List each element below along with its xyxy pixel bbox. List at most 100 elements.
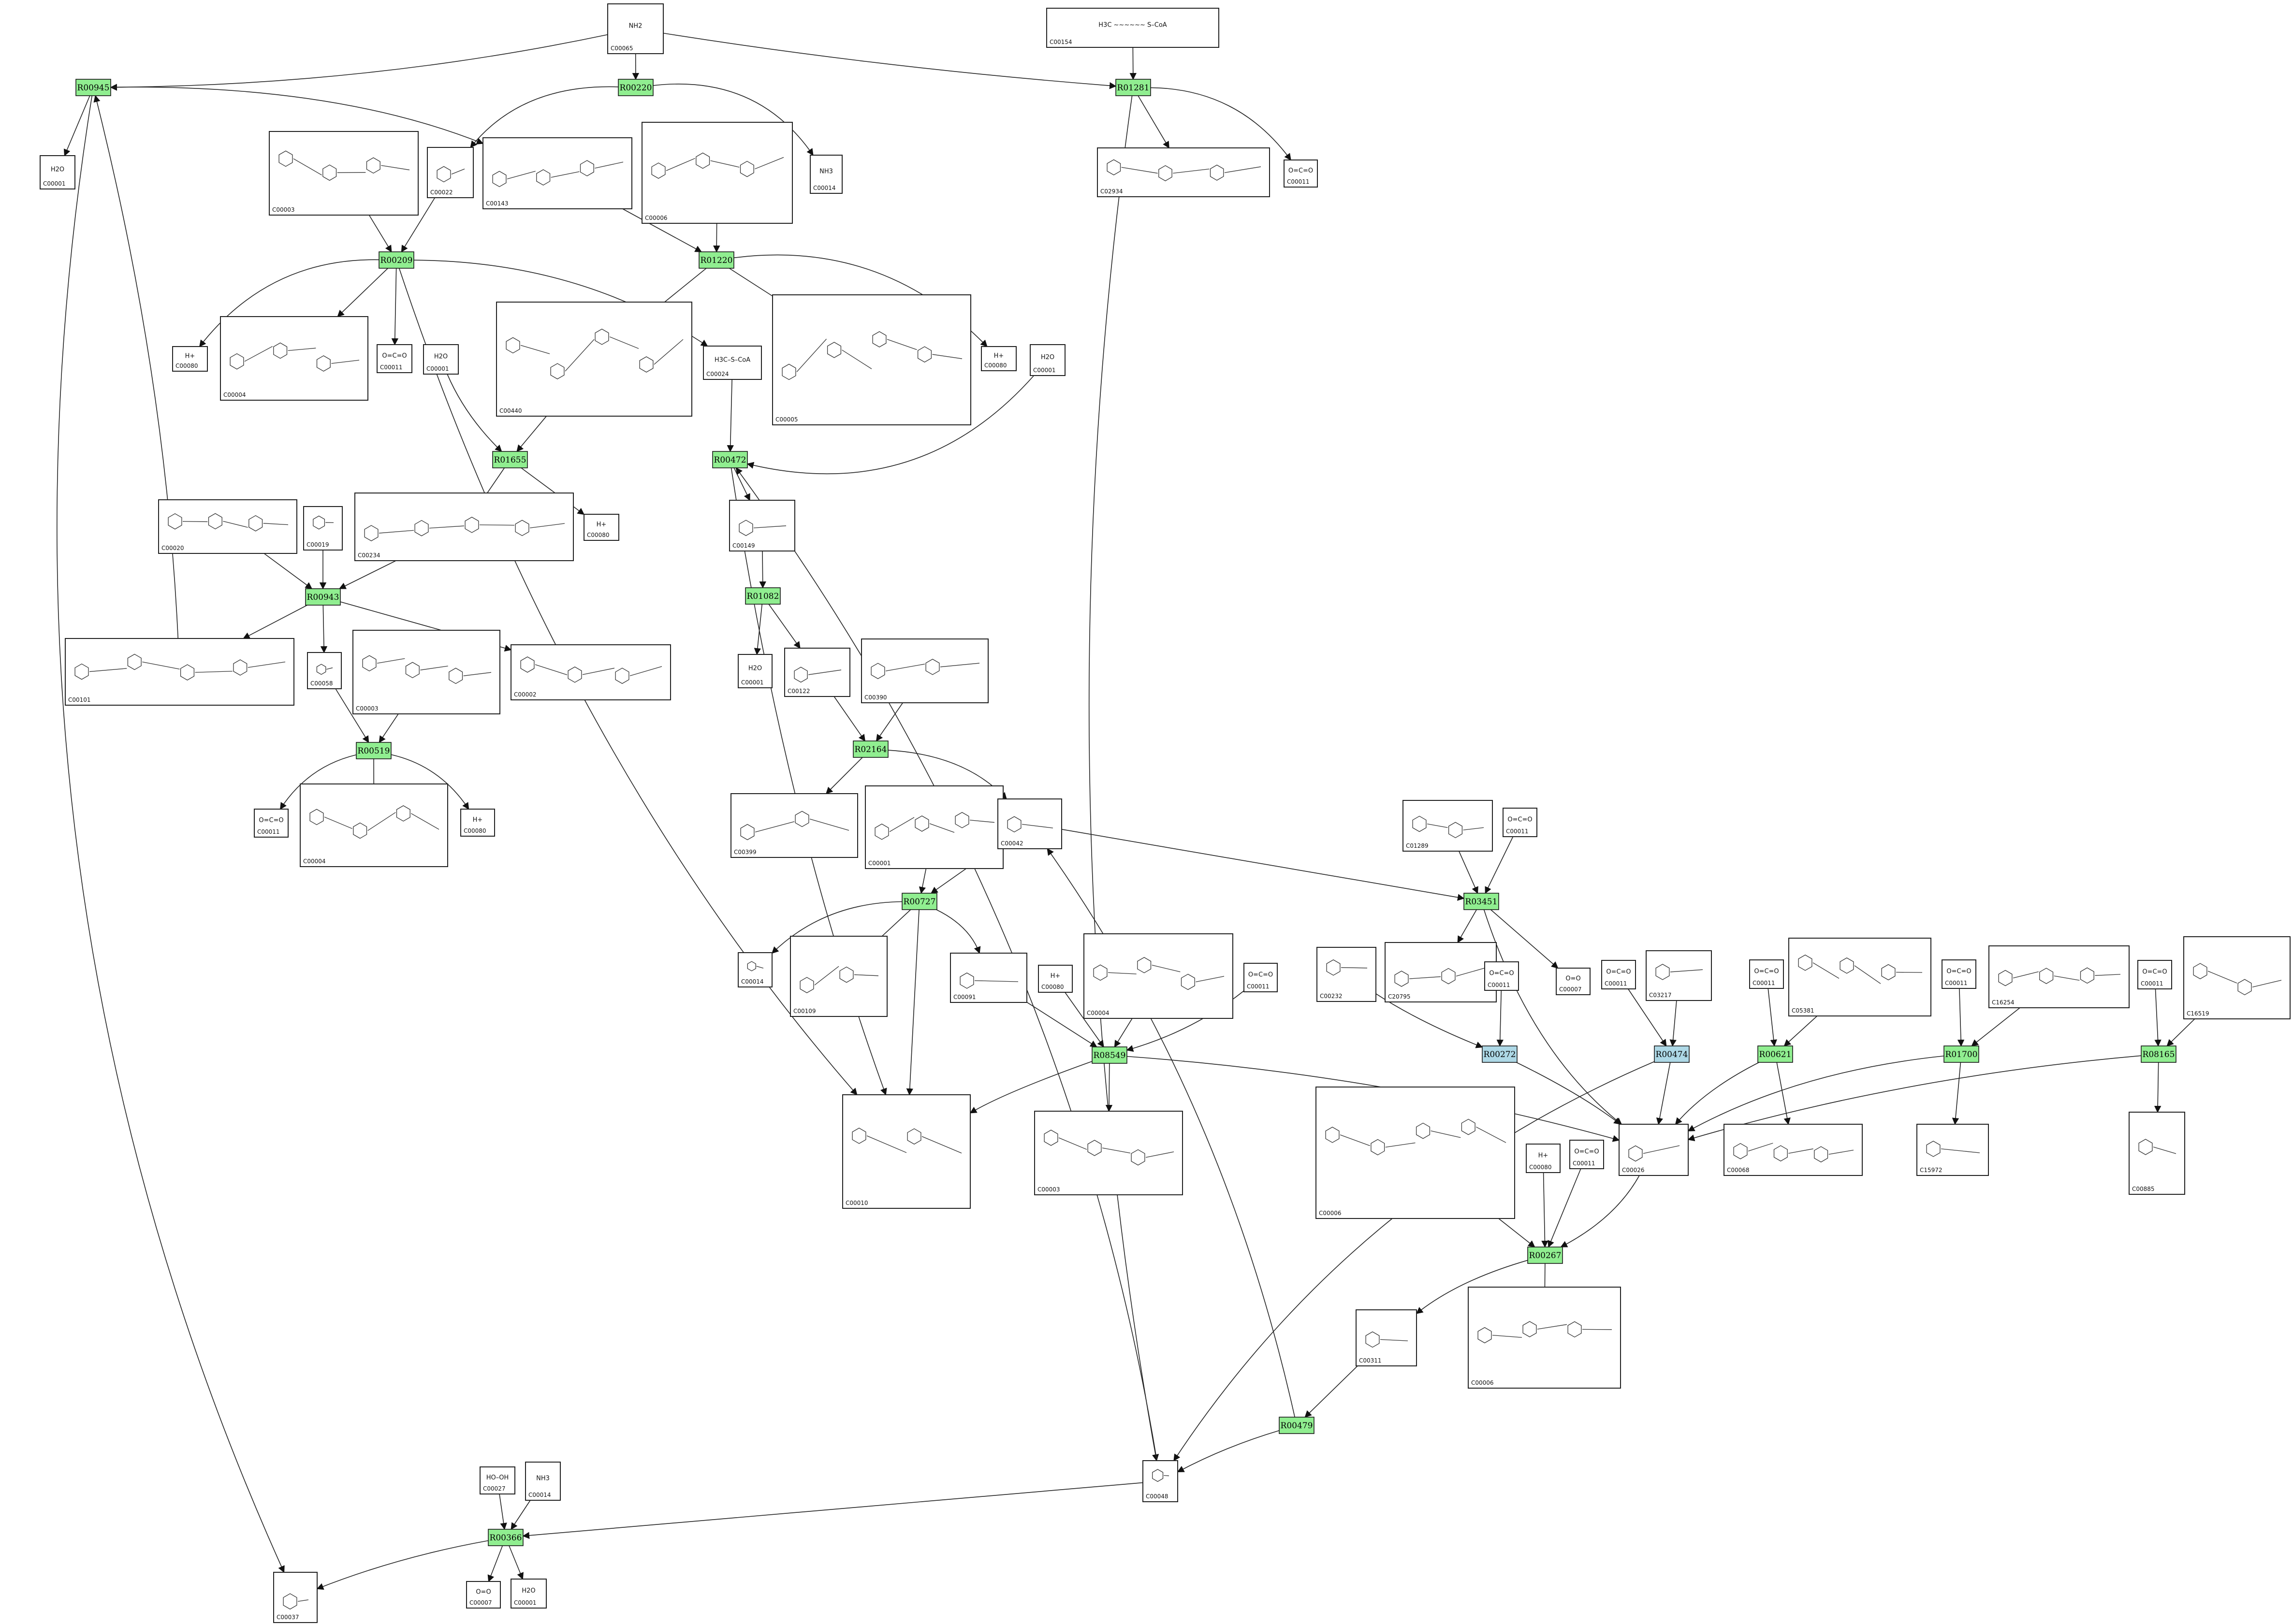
compound-node[interactable]: C00101 bbox=[65, 638, 294, 706]
compound-node[interactable]: C00001 bbox=[865, 785, 1004, 869]
reaction-node[interactable]: R00479 bbox=[1279, 1417, 1314, 1434]
compound-node[interactable]: C15972 bbox=[1916, 1124, 1989, 1176]
compound-node[interactable]: H+C00080 bbox=[172, 346, 208, 372]
compound-node[interactable]: C00004 bbox=[220, 316, 368, 401]
compound-node[interactable]: C00006 bbox=[1468, 1287, 1621, 1389]
reaction-node[interactable]: R00943 bbox=[305, 588, 341, 606]
reaction-node[interactable]: R00519 bbox=[356, 742, 392, 759]
compound-node[interactable]: C00026 bbox=[1619, 1124, 1689, 1176]
reaction-node[interactable]: R01281 bbox=[1115, 79, 1151, 96]
edge-c00020-to-r00943 bbox=[263, 553, 313, 589]
compound-node[interactable]: C03217 bbox=[1646, 950, 1712, 1001]
compound-node[interactable]: C00014 bbox=[738, 952, 773, 987]
compound-node[interactable]: C00143 bbox=[482, 137, 632, 209]
reaction-node[interactable]: R00272 bbox=[1482, 1045, 1518, 1063]
compound-node[interactable]: C20795 bbox=[1385, 942, 1497, 1002]
reaction-node[interactable]: R08165 bbox=[2141, 1045, 2176, 1063]
compound-node[interactable]: H+C00080 bbox=[584, 514, 619, 541]
compound-node[interactable]: C16254 bbox=[1988, 945, 2130, 1008]
compound-node[interactable]: C00006 bbox=[1315, 1087, 1515, 1219]
compound-node[interactable]: C00058 bbox=[307, 652, 342, 689]
compound-node[interactable]: C00390 bbox=[861, 638, 989, 703]
compound-node[interactable]: C02934 bbox=[1097, 147, 1270, 197]
reaction-node[interactable]: R01655 bbox=[492, 451, 528, 468]
reaction-node[interactable]: R01220 bbox=[699, 251, 734, 269]
compound-node[interactable]: H+C00080 bbox=[981, 346, 1017, 371]
compound-node[interactable]: C00048 bbox=[1142, 1460, 1178, 1502]
compound-box bbox=[1083, 933, 1233, 1019]
compound-node[interactable]: C00020 bbox=[158, 499, 297, 554]
compound-node[interactable]: C00042 bbox=[997, 798, 1062, 849]
compound-node[interactable]: C00311 bbox=[1356, 1309, 1417, 1366]
compound-node[interactable]: C00003 bbox=[352, 630, 500, 714]
compound-node[interactable]: C00109 bbox=[790, 936, 888, 1017]
compound-node[interactable]: C00037 bbox=[273, 1572, 318, 1623]
compound-id-label: C00143 bbox=[486, 200, 509, 207]
reaction-node[interactable]: R00727 bbox=[902, 893, 937, 910]
compound-node[interactable]: C00399 bbox=[730, 793, 858, 858]
compound-node[interactable]: C00232 bbox=[1316, 947, 1376, 1002]
reaction-node[interactable]: R01082 bbox=[745, 587, 781, 605]
reaction-node[interactable]: R00621 bbox=[1757, 1045, 1793, 1063]
compound-id-label: C05381 bbox=[1792, 1007, 1814, 1014]
reaction-node[interactable]: R00474 bbox=[1654, 1045, 1690, 1063]
reaction-node[interactable]: R00366 bbox=[488, 1529, 524, 1546]
reaction-node[interactable]: R08549 bbox=[1092, 1046, 1127, 1064]
reaction-node[interactable]: R00945 bbox=[75, 79, 111, 96]
reaction-node[interactable]: R00209 bbox=[379, 251, 414, 269]
compound-node[interactable]: C00005 bbox=[772, 294, 971, 425]
compound-node[interactable]: C00440 bbox=[496, 302, 692, 417]
compound-node[interactable]: C00003 bbox=[269, 131, 419, 216]
compound-node[interactable]: C05381 bbox=[1788, 938, 1931, 1016]
compound-node[interactable]: H+C00080 bbox=[1526, 1144, 1561, 1173]
compound-node[interactable]: C00068 bbox=[1723, 1124, 1863, 1176]
reaction-node[interactable]: R02164 bbox=[853, 740, 889, 758]
compound-node[interactable]: C00003 bbox=[1034, 1111, 1183, 1195]
compound-node[interactable]: C00122 bbox=[784, 648, 850, 697]
reaction-node[interactable]: R00220 bbox=[618, 79, 654, 96]
compound-node[interactable]: C00234 bbox=[354, 493, 574, 561]
compound-node[interactable]: C16519 bbox=[2183, 936, 2291, 1019]
compound-node[interactable]: C00010 bbox=[842, 1094, 971, 1209]
compound-node[interactable]: C00885 bbox=[2129, 1112, 2185, 1195]
compound-node[interactable]: C00091 bbox=[950, 953, 1027, 1003]
reaction-node[interactable]: R00267 bbox=[1527, 1247, 1563, 1264]
compound-node[interactable]: C00149 bbox=[729, 500, 795, 551]
compound-node[interactable]: C01289 bbox=[1402, 800, 1493, 852]
compound-node[interactable]: H+C00080 bbox=[460, 809, 495, 837]
compound-node[interactable]: C00022 bbox=[427, 147, 474, 198]
compound-node[interactable]: C00006 bbox=[642, 122, 793, 224]
compound-node[interactable]: C00019 bbox=[303, 506, 343, 551]
reaction-node[interactable]: R01700 bbox=[1943, 1045, 1979, 1063]
compound-node[interactable]: C00004 bbox=[1083, 933, 1233, 1019]
reaction-node[interactable]: R03451 bbox=[1463, 893, 1499, 910]
compound-node[interactable]: C00004 bbox=[300, 783, 448, 867]
compound-node[interactable]: H+C00080 bbox=[1038, 965, 1073, 993]
reaction-node[interactable]: R00472 bbox=[712, 451, 748, 468]
compound-node[interactable]: C00002 bbox=[511, 644, 671, 700]
